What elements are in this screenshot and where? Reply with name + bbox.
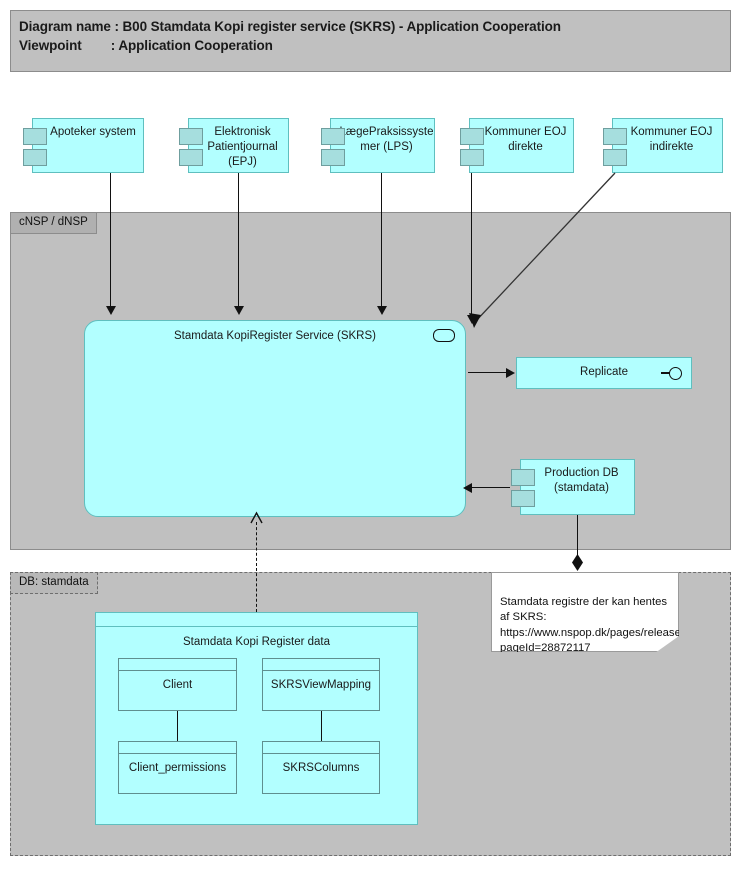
connector-data-to-skrs: [256, 522, 257, 612]
application-interface-label: Replicate: [580, 366, 628, 378]
diagram-header: Diagram name : B00 Stamdata Kopi registe…: [10, 10, 731, 72]
data-object-label: Client_permissions: [128, 762, 227, 774]
component-kommuner-eoj-direkte[interactable]: Kommuner EOJ direkte: [460, 118, 574, 173]
component-production-db[interactable]: Production DB (stamdata): [511, 459, 635, 515]
data-object-header-bar: [263, 742, 379, 754]
application-service-label: Stamdata KopiRegister Service (SKRS): [174, 330, 376, 342]
component-tab-icon: [460, 128, 484, 145]
component-label: Kommuner EOJ direkte: [484, 126, 567, 153]
arrowhead-epj: [234, 306, 244, 315]
arrowhead-lps: [377, 306, 387, 315]
data-object-skrsviewmapping[interactable]: SKRSViewMapping: [262, 658, 380, 711]
component-tab-icon: [603, 149, 627, 166]
component-label: Apoteker system: [50, 126, 136, 138]
component-tab-icon: [23, 149, 47, 166]
component-tab-icon: [511, 490, 535, 507]
data-object-skrscolumns[interactable]: SKRSColumns: [262, 741, 380, 794]
data-object-label: Stamdata Kopi Register data: [182, 636, 331, 648]
connector-client-to-permissions: [177, 711, 179, 741]
component-elektronisk-patientjournal[interactable]: Elektronisk Patientjournal (EPJ): [179, 118, 289, 173]
data-object-label: Client: [162, 679, 193, 691]
connector-skrs-to-replicate: [468, 372, 508, 374]
data-object-client-permissions[interactable]: Client_permissions: [118, 741, 237, 794]
component-label: LægePraksissyste mer (LPS): [339, 126, 434, 153]
connector-eoj-direkte-to-skrs: [471, 173, 473, 320]
data-object-label: SKRSViewMapping: [270, 679, 372, 691]
arrowhead-replicate: [506, 368, 515, 378]
connector-production-db-to-note: [577, 515, 579, 560]
component-laegepraksissystemer-lps[interactable]: LægePraksissyste mer (LPS): [321, 118, 435, 173]
viewpoint-line: Viewpoint : Application Cooperation: [19, 38, 273, 53]
arrowhead-apoteker: [106, 306, 116, 315]
application-interface-replicate[interactable]: Replicate: [516, 357, 692, 389]
data-object-header-bar: [119, 742, 236, 754]
composition-diamond-icon: [572, 554, 583, 571]
connector-viewmapping-to-columns: [321, 711, 323, 741]
note-stamdata-registre: Stamdata registre der kan hentes af SKRS…: [491, 572, 679, 652]
connector-eoj-indirekte-to-skrs: [469, 172, 616, 328]
application-service-icon: [433, 329, 455, 342]
data-object-client[interactable]: Client: [118, 658, 237, 711]
application-interface-icon: [661, 367, 683, 380]
group-cnsp-dnsp-label: cNSP / dNSP: [10, 212, 97, 234]
component-tab-icon: [179, 149, 203, 166]
component-label: Elektronisk Patientjournal (EPJ): [207, 126, 278, 168]
connector-lps-to-skrs: [381, 173, 383, 308]
component-tab-icon: [321, 149, 345, 166]
connector-epj-to-skrs: [238, 173, 240, 308]
component-tab-icon: [179, 128, 203, 145]
group-db-stamdata-label: DB: stamdata: [10, 572, 98, 594]
data-object-header-bar: [263, 659, 379, 671]
component-label: Kommuner EOJ indirekte: [630, 126, 713, 153]
component-kommuner-eoj-indirekte[interactable]: Kommuner EOJ indirekte: [603, 118, 723, 173]
component-tab-icon: [603, 128, 627, 145]
application-service-skrs[interactable]: Stamdata KopiRegister Service (SKRS): [84, 320, 466, 517]
data-object-label: SKRSColumns: [282, 762, 360, 774]
component-apoteker-system[interactable]: Apoteker system: [23, 118, 144, 173]
component-tab-icon: [23, 128, 47, 145]
data-object-header-bar: [119, 659, 236, 671]
diagram-name-line: Diagram name : B00 Stamdata Kopi registe…: [19, 19, 561, 34]
arrowhead-skrs-from-db: [463, 483, 472, 493]
arrowhead-open-skrs: [250, 511, 263, 524]
component-tab-icon: [460, 149, 484, 166]
note-text: Stamdata registre der kan hentes af SKRS…: [500, 595, 741, 654]
data-object-header-bar: [96, 613, 417, 627]
component-label: Production DB (stamdata): [544, 467, 619, 494]
component-tab-icon: [321, 128, 345, 145]
connector-production-db-to-skrs: [472, 487, 510, 489]
component-tab-icon: [511, 469, 535, 486]
connector-apoteker-to-skrs: [110, 173, 112, 308]
